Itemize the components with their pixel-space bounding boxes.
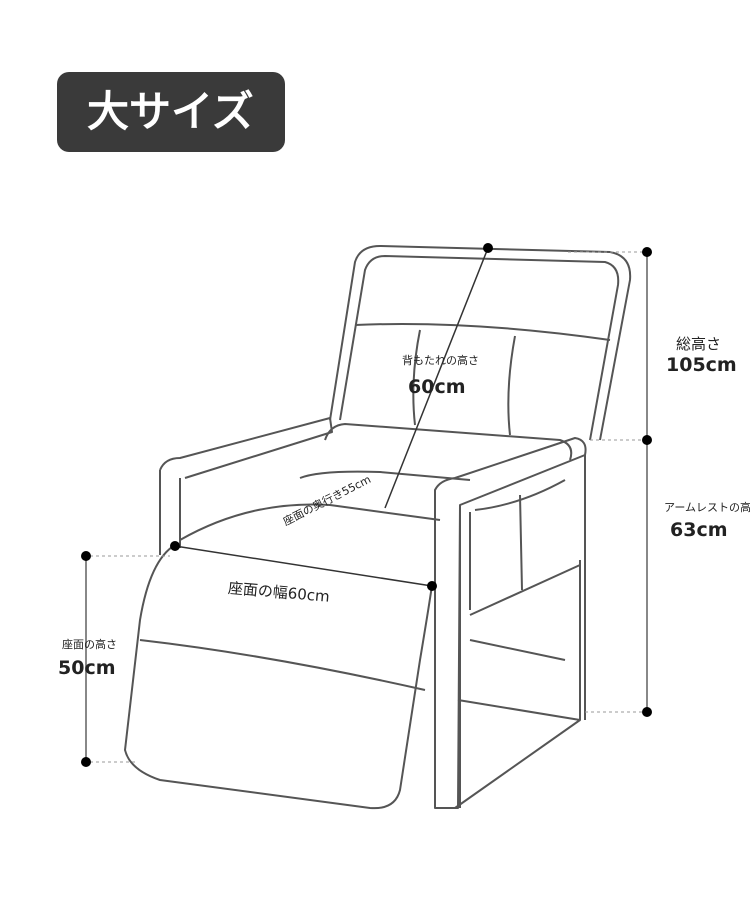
chair-outline [124, 245, 632, 810]
measure-points [81, 243, 652, 767]
guide-lines [90, 251, 645, 763]
seat-height-value: 50cm [58, 657, 116, 679]
total-height-value: 105cm [666, 354, 737, 376]
size-badge: 大サイズ [57, 72, 285, 152]
armrest-height-value: 63cm [670, 519, 728, 541]
armrest-height-label: アームレストの高さ [664, 501, 750, 514]
total-height-label: 総高さ [676, 335, 722, 353]
measure-lines [85, 247, 648, 762]
backrest-height-value: 60cm [408, 376, 466, 398]
backrest-height-label: 背もたれの高さ [402, 354, 479, 367]
seat-height-label: 座面の高さ [62, 638, 117, 651]
